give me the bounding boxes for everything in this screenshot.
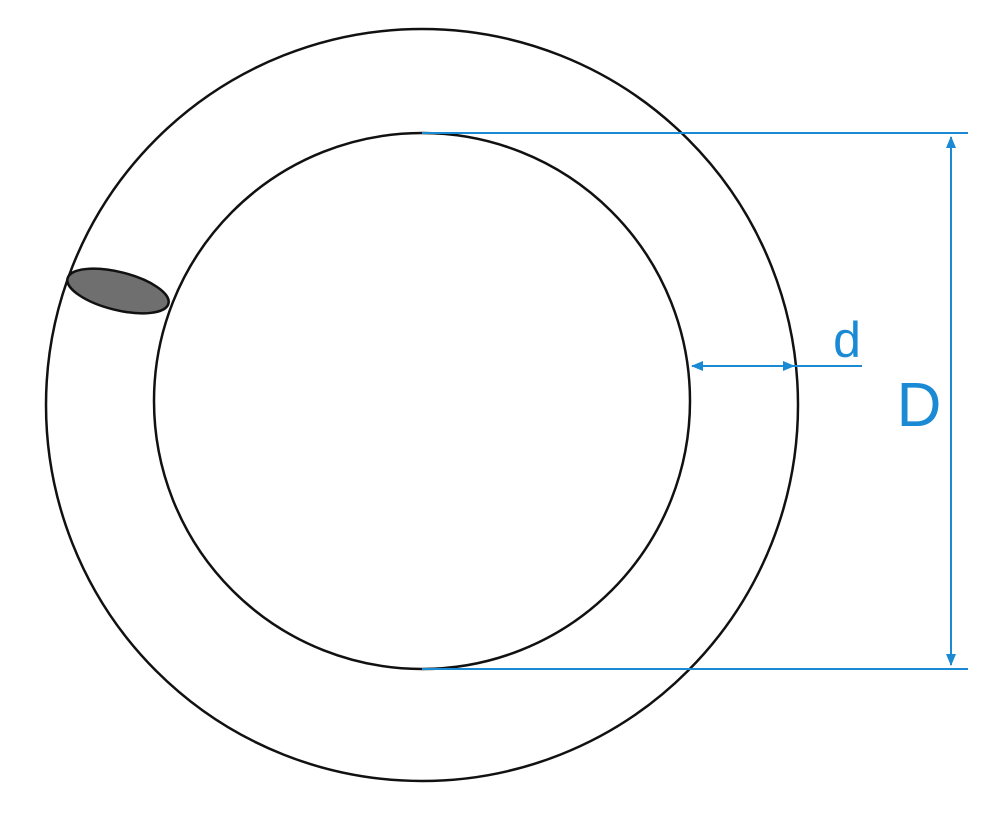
inner-ring-circle	[152, 131, 692, 671]
wire-diameter-label: d	[833, 312, 861, 368]
cut-face-ellipse	[66, 267, 170, 315]
inner-diameter-label: D	[897, 371, 942, 440]
outer-ring-circle	[44, 27, 800, 783]
